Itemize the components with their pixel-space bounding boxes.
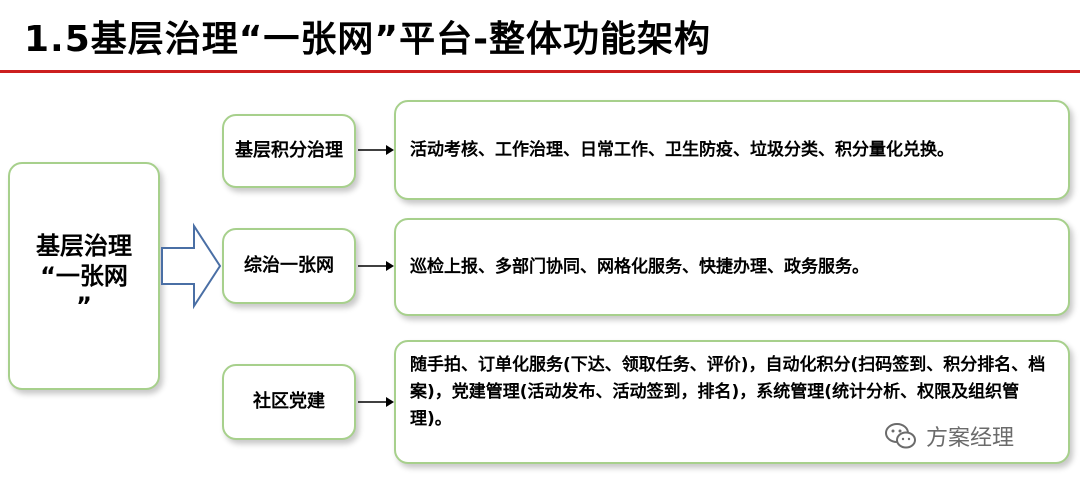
connector-arrow-icon	[358, 397, 394, 407]
description-box-community-party-building: 随手拍、订单化服务(下达、领取任务、评价)，自动化积分(扫码签到、积分排名、档案…	[394, 340, 1070, 464]
wechat-icon	[885, 423, 916, 449]
title-divider	[0, 70, 1080, 73]
module-box-comprehensive-governance: 综治一张网	[222, 228, 356, 304]
module-box-points-governance: 基层积分治理	[222, 114, 356, 188]
watermark-text: 方案经理	[926, 426, 1015, 451]
description-text-comprehensive-governance: 巡检上报、多部门协同、网格化服务、快捷办理、政务服务。	[410, 256, 869, 277]
description-text-community-party-building: 随手拍、订单化服务(下达、领取任务、评价)，自动化积分(扫码签到、积分排名、档案…	[410, 355, 1046, 429]
module-box-community-party-building: 社区党建	[222, 364, 356, 440]
description-box-comprehensive-governance: 巡检上报、多部门协同、网格化服务、快捷办理、政务服务。	[394, 218, 1070, 316]
page-title: 1.5基层治理“一张网”平台-整体功能架构	[24, 19, 712, 60]
watermark: 方案经理	[884, 418, 1014, 454]
module-label-points-governance: 基层积分治理	[235, 140, 343, 161]
module-label-comprehensive-governance: 综治一张网	[244, 255, 334, 276]
module-label-community-party-building: 社区党建	[253, 391, 325, 412]
big-right-arrow-icon	[161, 222, 222, 310]
connector-arrow-icon	[358, 145, 394, 155]
root-node-label: 基层治理 “一张网 ”	[36, 232, 132, 320]
connector-arrow-icon	[358, 261, 394, 271]
description-box-points-governance: 活动考核、工作治理、日常工作、卫生防疫、垃圾分类、积分量化兑换。	[394, 100, 1070, 200]
root-node-box: 基层治理 “一张网 ”	[8, 162, 160, 390]
description-text-points-governance: 活动考核、工作治理、日常工作、卫生防疫、垃圾分类、积分量化兑换。	[410, 139, 954, 160]
